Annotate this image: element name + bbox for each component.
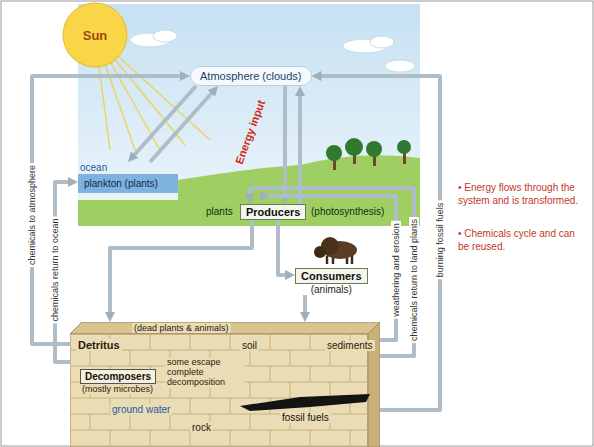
edge-label: chemicals return to ocean xyxy=(50,216,60,323)
trees xyxy=(326,138,411,170)
edge-label: chemicals to atmosphere xyxy=(27,163,37,267)
node-label: Atmosphere (clouds) xyxy=(200,70,302,82)
note-text: • Energy flows through the system and is… xyxy=(458,182,586,207)
node-label: Consumers xyxy=(295,268,368,284)
flow-arrow xyxy=(283,86,287,196)
flow-arrow xyxy=(278,220,287,275)
process-box: Producers xyxy=(240,204,306,220)
node-label: (mostly microbes) xyxy=(80,384,156,394)
node-label: some escape complete decomposition xyxy=(165,358,244,388)
node-label: Producers xyxy=(240,204,306,220)
node-label: ground water xyxy=(110,404,172,415)
cloud-box: Atmosphere (clouds) xyxy=(190,66,312,86)
ocean-band: oceanplankton (plants) xyxy=(78,162,178,193)
flow-arrow xyxy=(110,220,252,314)
node-label: Detritus xyxy=(76,339,122,351)
note-text: • Chemicals cycle and can be reused. xyxy=(458,228,586,253)
node-label: ocean xyxy=(78,162,178,173)
flow-arrow xyxy=(303,295,307,314)
node-label: sediments xyxy=(325,340,375,351)
node-label: soil xyxy=(240,340,259,351)
sun-circle: Sun xyxy=(62,2,128,68)
fossil-layer: fossil fuels xyxy=(240,392,370,428)
node-label: plankton (plants) xyxy=(78,174,178,193)
node-label: Decomposers xyxy=(80,369,156,384)
part-label: (photosynthesis) xyxy=(311,206,384,217)
sun-disc xyxy=(63,3,127,67)
bison xyxy=(314,237,357,264)
edge-label: weathering and erosion xyxy=(391,221,401,319)
part-label: plants xyxy=(206,206,233,217)
process-box: Consumers(animals) xyxy=(295,266,368,295)
flow-arrow xyxy=(150,92,213,162)
node-label: (animals) xyxy=(295,284,368,295)
node-label: (dead plants & animals) xyxy=(132,323,231,333)
edge-label: burning fossil fuels xyxy=(435,201,445,280)
node-label: rock xyxy=(190,422,213,433)
node-label: Sun xyxy=(83,28,108,43)
edge-label: chemicals return to land plants xyxy=(409,217,419,343)
earth-block: Detritus (dead plants & animals) soil sedim… xyxy=(70,322,380,447)
process-box: Decomposers(mostly microbes) xyxy=(80,366,156,394)
node-label: fossil fuels xyxy=(280,412,331,423)
